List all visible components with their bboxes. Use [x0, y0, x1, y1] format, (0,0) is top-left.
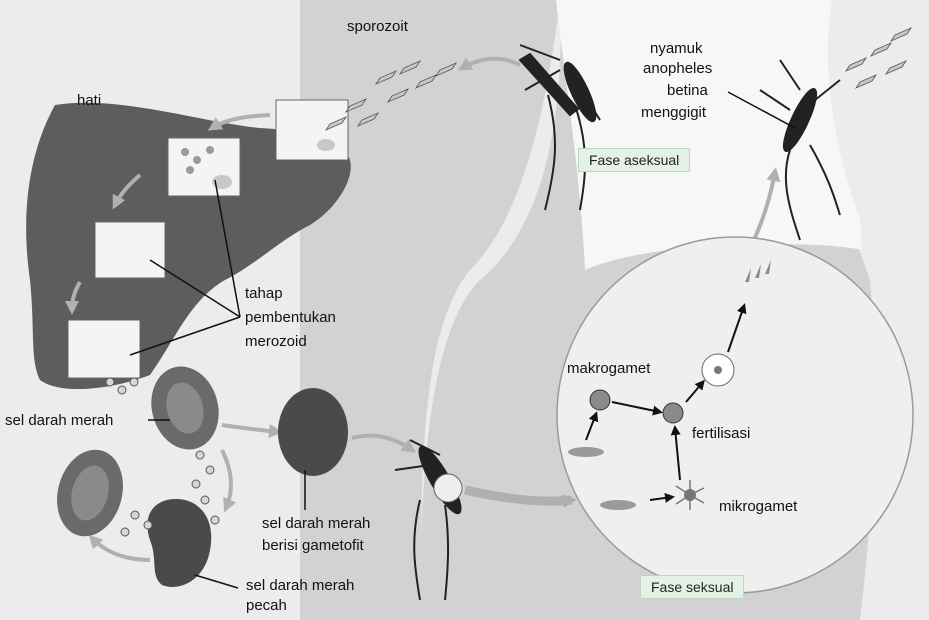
sexual-phase-stages	[568, 260, 771, 510]
sexual-phase-circle	[556, 236, 914, 594]
label-gametofit-2: berisi gametofit	[262, 537, 364, 554]
label-nyamuk-3: betina	[667, 82, 708, 99]
label-nyamuk-1: nyamuk	[650, 40, 703, 57]
label-pecah-2: pecah	[246, 597, 287, 614]
sporozoites	[324, 27, 913, 131]
label-fertilisasi: fertilisasi	[692, 425, 751, 442]
asexual-phase-box: Fase aseksual	[578, 148, 691, 172]
sexual-phase-box: Fase seksual	[640, 575, 745, 599]
label-gametofit-1: sel darah merah	[262, 515, 371, 532]
leader-lines	[129, 91, 796, 589]
label-tahap-1: tahap	[245, 285, 283, 302]
label-nyamuk-2: anopheles	[643, 60, 713, 77]
red-blood-cells	[57, 366, 348, 587]
label-hati: hati	[77, 92, 102, 109]
label-nyamuk-4: menggigit	[641, 104, 707, 121]
label-tahap-2: pembentukan	[245, 309, 336, 326]
label-pecah-1: sel darah merah	[246, 577, 355, 594]
merozoites	[105, 377, 220, 537]
label-sporozoit: sporozoit	[347, 18, 408, 35]
label-tahap-3: merozoid	[245, 333, 307, 350]
sexual-phase-arrows	[585, 303, 747, 503]
label-makrogamet: makrogamet	[567, 360, 651, 377]
label-mikrogamet: mikrogamet	[719, 498, 798, 515]
label-sel-darah-merah: sel darah merah	[5, 412, 114, 429]
liver-cells	[67, 99, 349, 379]
mosquito-icon	[394, 44, 841, 601]
liver	[26, 102, 351, 390]
